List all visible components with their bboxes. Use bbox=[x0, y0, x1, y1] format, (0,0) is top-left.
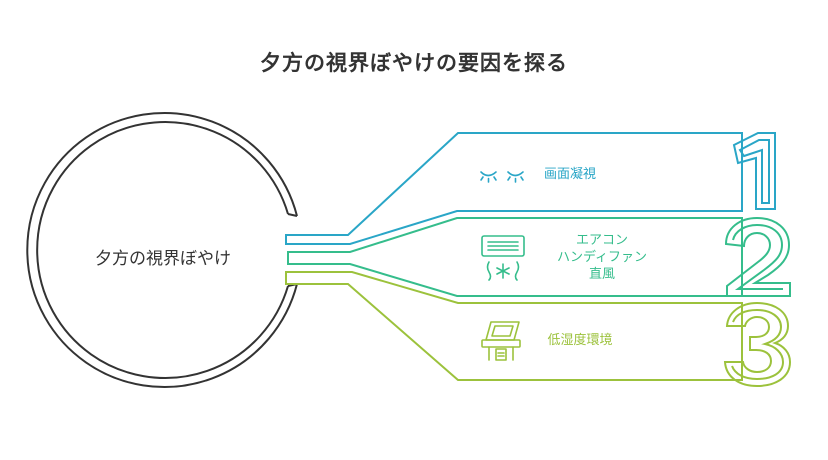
item-2-label: エアコン ハンディファン 直風 bbox=[540, 232, 664, 283]
air-conditioner-icon bbox=[481, 235, 525, 281]
connector-3 bbox=[285, 271, 743, 381]
item-2-line-3: 直風 bbox=[588, 267, 615, 282]
number-3 bbox=[723, 301, 792, 388]
item-1-line-1: 画面凝視 bbox=[543, 167, 596, 182]
item-3-label: 低湿度環境 bbox=[530, 332, 630, 349]
item-2-line-2: ハンディファン bbox=[556, 250, 648, 265]
number-1 bbox=[732, 132, 776, 210]
humidity-meter-icon bbox=[481, 321, 521, 361]
closed-eyes-icon bbox=[480, 171, 524, 183]
center-label: 夕方の視界ぼやけ bbox=[95, 249, 231, 269]
item-2-line-1: エアコン bbox=[575, 233, 628, 248]
number-2 bbox=[724, 216, 791, 297]
connector-2 bbox=[287, 217, 743, 297]
item-3-line-1: 低湿度環境 bbox=[547, 333, 613, 348]
item-1-label: 画面凝視 bbox=[520, 166, 620, 183]
connector-1 bbox=[285, 132, 743, 245]
center-circle bbox=[26, 112, 298, 388]
diagram-title: 夕方の視界ぼやけの要因を探る bbox=[260, 51, 568, 75]
